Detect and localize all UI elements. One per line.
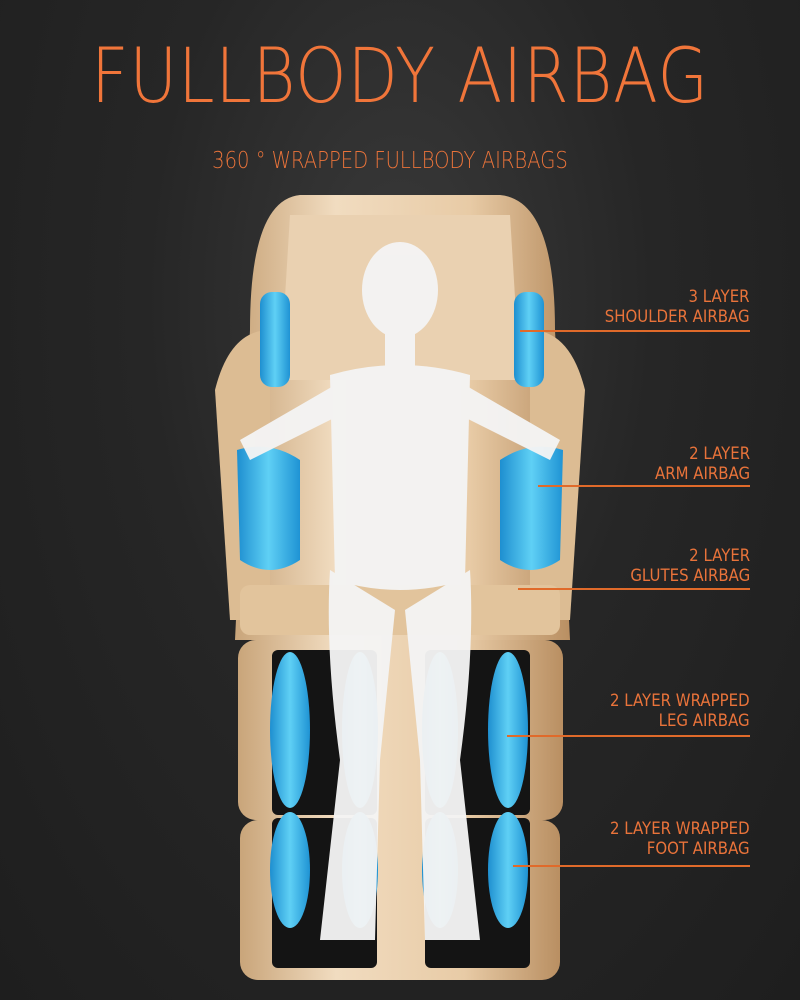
callout-line1: 2 LAYER bbox=[688, 444, 750, 464]
shoulder-airbag-right bbox=[514, 292, 544, 387]
foot-leader-line bbox=[513, 865, 750, 867]
leg-leader-line bbox=[507, 735, 750, 737]
callout-line2: LEG AIRBAG bbox=[658, 711, 750, 731]
callout-line1: 2 LAYER WRAPPED bbox=[610, 691, 750, 711]
callout-line1: 3 LAYER bbox=[688, 287, 750, 307]
page-title: FULLBODY AIRBAG bbox=[90, 31, 710, 120]
arm-leader-line bbox=[538, 485, 750, 487]
callout-leg-airbag: 2 LAYER WRAPPED LEG AIRBAG bbox=[610, 691, 750, 731]
callout-line2: ARM AIRBAG bbox=[654, 464, 750, 484]
callout-foot-airbag: 2 LAYER WRAPPED FOOT AIRBAG bbox=[610, 819, 750, 859]
callout-glutes-airbag: 2 LAYER GLUTES AIRBAG bbox=[630, 546, 750, 586]
callout-line1: 2 LAYER WRAPPED bbox=[610, 819, 750, 839]
callout-line2: FOOT AIRBAG bbox=[647, 839, 750, 859]
shoulder-leader-line bbox=[520, 330, 750, 332]
glutes-leader-line bbox=[518, 588, 750, 590]
callout-line1: 2 LAYER bbox=[688, 546, 750, 566]
callout-line2: SHOULDER AIRBAG bbox=[605, 307, 750, 327]
shoulder-airbag-left bbox=[260, 292, 290, 387]
human-figure bbox=[240, 242, 560, 940]
page-subtitle: 360 ° WRAPPED FULLBODY AIRBAGS bbox=[212, 148, 568, 174]
callout-shoulder-airbag: 3 LAYER SHOULDER AIRBAG bbox=[605, 287, 750, 327]
callout-arm-airbag: 2 LAYER ARM AIRBAG bbox=[655, 444, 750, 484]
callout-line2: GLUTES AIRBAG bbox=[630, 566, 750, 586]
